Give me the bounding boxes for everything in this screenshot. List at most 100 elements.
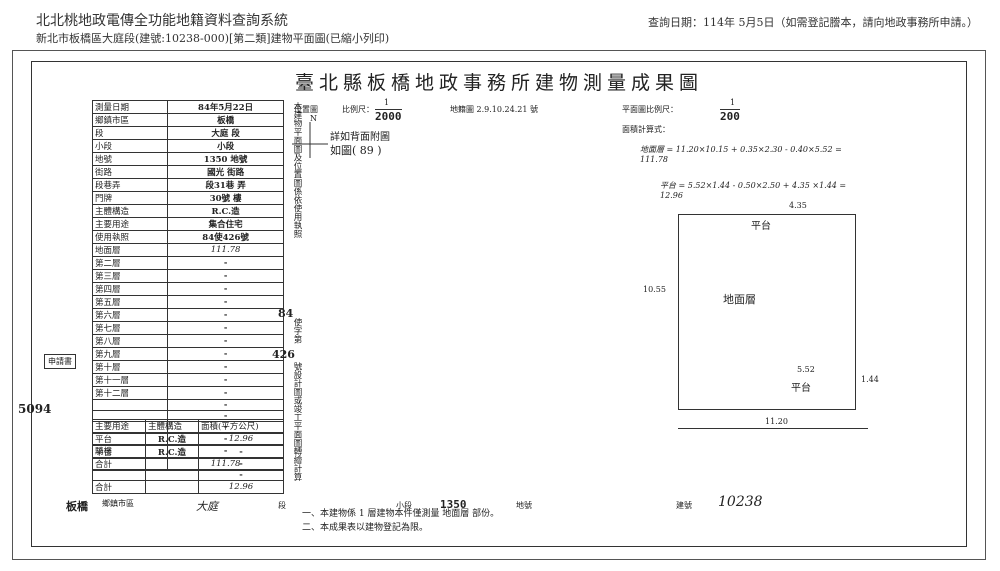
plan-label-bottom: 平台 — [791, 383, 811, 394]
note-1: 一、本建物係 1 層建物本件僅測量 地面層 部份。 — [302, 509, 500, 519]
table-row: 第六層- — [91, 308, 284, 322]
plan-label-top: 平台 — [751, 221, 771, 232]
table-row: - — [91, 398, 284, 412]
annex-header-row: 主要用途主體構造面積(平方公尺) — [92, 419, 285, 433]
row-value: R.C.造 — [167, 204, 284, 218]
row-value: - — [167, 256, 284, 270]
row-label: 測量日期 — [91, 100, 169, 114]
table-row: 第二層- — [91, 256, 284, 270]
row-label: 門牌 — [91, 191, 169, 205]
row-value: - — [167, 360, 284, 374]
system-title: 北北桃地政電傳全功能地籍資料查詢系統 — [36, 13, 288, 29]
location-cross — [292, 122, 328, 158]
application-stamp: 申請書 — [44, 354, 76, 369]
vertical-note-2: 號設計圖或竣工平面圖轉繪計算 — [292, 362, 302, 481]
table-row: 第八層- — [91, 334, 284, 348]
row-label: 第三層 — [91, 269, 169, 283]
row-value: - — [167, 269, 284, 283]
plan-label-main: 地面層 — [723, 293, 756, 306]
row-label: 第七層 — [91, 321, 169, 335]
table-row: 段大庭 段 — [91, 126, 284, 140]
footer-bar: 板橋 鄉鎮市區 大庭 段 小段 1350 地號 建號 10238 — [66, 494, 946, 516]
license-year: 84 — [278, 307, 294, 320]
floor-plan: 4.35 平台 地面層 10.55 5.52 1.44 平台 11.20 — [643, 201, 879, 426]
detail-note: 詳如背面附圖 — [330, 132, 390, 143]
note-2: 二、本成果表以建物登記為限。 — [302, 523, 429, 533]
document-title: 臺北縣板橋地政事務所建物測量成果圖 — [294, 72, 703, 94]
row-label: 第四層 — [91, 282, 169, 296]
annex-cell: 12.96 — [197, 432, 285, 446]
row-label: 地號 — [91, 152, 169, 166]
row-value: 國光 街路 — [167, 165, 284, 179]
plan-scale-denominator: 200 — [720, 109, 740, 123]
row-label: 段巷弄 — [91, 178, 169, 192]
row-value: 84年5月22日 — [167, 100, 284, 114]
table-row: 街路國光 街路 — [91, 165, 284, 179]
footer-section: 大庭 — [196, 500, 218, 513]
dim-552: 5.52 — [797, 365, 815, 374]
table-row: 第十一層- — [91, 373, 284, 387]
row-value: 大庭 段 — [167, 126, 284, 140]
row-label: 街路 — [91, 165, 169, 179]
annex-header-cell: 主體構造 — [144, 419, 199, 433]
north-arrow: N — [310, 114, 317, 123]
location-map-label: 位置圖 — [294, 105, 318, 114]
query-date: 查詢日期：114年 5月5日（如需登記謄本，請向地政事務所申請。） — [648, 16, 978, 29]
annex-cell — [144, 469, 199, 482]
dim-top: 4.35 — [789, 201, 807, 210]
row-label — [91, 398, 169, 412]
row-value: - — [167, 321, 284, 335]
row-value: 111.78 — [167, 243, 284, 257]
row-label: 鄉鎮市區 — [91, 113, 169, 127]
annex-row: - — [92, 469, 285, 482]
footer-building-label: 建號 — [676, 501, 692, 510]
row-label: 段 — [91, 126, 169, 140]
row-value: - — [167, 373, 284, 387]
row-label: 第六層 — [91, 308, 169, 322]
annex-cell: 平台 — [92, 432, 146, 446]
scale-label: 比例尺： — [342, 105, 374, 114]
row-value: - — [167, 308, 284, 322]
row-label: 第十層 — [91, 360, 169, 374]
annex-cell: - — [197, 445, 285, 459]
footer-city-label: 鄉鎮市區 — [102, 499, 134, 508]
footer-subsection-label: 小段 — [396, 501, 412, 510]
row-value: - — [167, 398, 284, 412]
row-value: - — [167, 386, 284, 400]
license-number: 426 — [272, 348, 295, 361]
row-value: 段31巷 弄 — [167, 178, 284, 192]
annex-cell — [92, 469, 146, 482]
table-row: 小段小段 — [91, 139, 284, 153]
query-subtitle: 新北市板橋區大庭段(建號:10238-000)[第二類]建物平面圖(已縮小列印) — [36, 32, 390, 45]
row-label: 第九層 — [91, 347, 169, 361]
table-row: 段巷弄段31巷 弄 — [91, 178, 284, 192]
dim-144: 1.44 — [861, 375, 879, 384]
plan-scale-numerator: 1 — [730, 98, 736, 107]
side-number: 5094 — [18, 402, 52, 416]
calc-ground-floor: 地面層 = 11.20×10.15 + 0.35×2.30 - 0.40×5.5… — [640, 145, 842, 164]
scale-numerator: 1 — [384, 98, 390, 107]
annex-header-cell: 面積(平方公尺) — [197, 419, 285, 433]
table-row: 第四層- — [91, 282, 284, 296]
row-label: 地面層 — [91, 243, 169, 257]
row-value: 1350 地號 — [167, 152, 284, 166]
annex-cell: - — [197, 457, 285, 471]
detail-note-2: 如圖( 89 ) — [330, 144, 382, 157]
table-row: 第七層- — [91, 321, 284, 335]
row-label: 主體構造 — [91, 204, 169, 218]
row-value: 30號 樓 — [167, 191, 284, 205]
row-label: 第八層 — [91, 334, 169, 348]
footer-lot: 1350 — [440, 498, 467, 511]
table-row: 第十二層- — [91, 386, 284, 400]
row-label: 主要用途 — [91, 217, 169, 231]
scale-denominator: 2000 — [375, 109, 402, 123]
